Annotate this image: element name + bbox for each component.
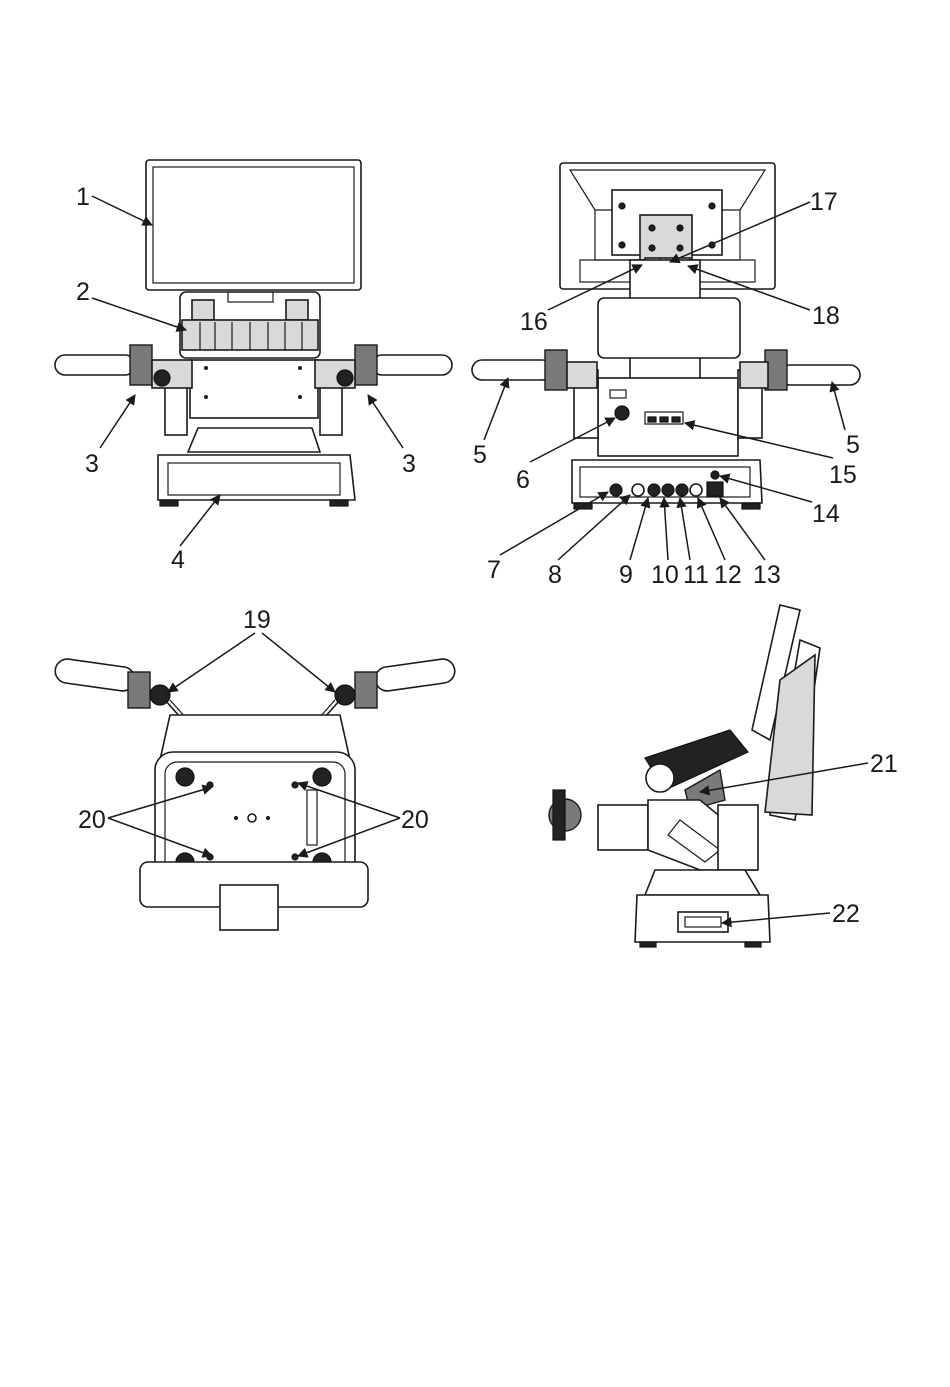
callout-16: 16 bbox=[520, 308, 548, 336]
callout-12: 12 bbox=[714, 561, 742, 589]
rear-base-connector-panel bbox=[572, 460, 762, 509]
bottom-view bbox=[54, 658, 457, 930]
front-base bbox=[158, 455, 355, 506]
callout-6: 6 bbox=[516, 466, 530, 494]
front-right-handle bbox=[315, 345, 452, 388]
side-arm bbox=[549, 790, 758, 870]
callout-15: 15 bbox=[829, 461, 857, 489]
callout-20-right: 20 bbox=[401, 806, 429, 834]
side-monitor bbox=[752, 605, 820, 820]
rear-view bbox=[472, 163, 860, 509]
front-left-handle bbox=[55, 345, 192, 388]
callout-3-right: 3 bbox=[402, 450, 416, 478]
bottom-plate bbox=[140, 715, 368, 930]
callout-10: 10 bbox=[651, 561, 679, 589]
callout-5-left: 5 bbox=[473, 441, 487, 469]
callout-8: 8 bbox=[548, 561, 562, 589]
callout-5-right: 5 bbox=[846, 431, 860, 459]
callout-2: 2 bbox=[76, 278, 90, 306]
side-view bbox=[549, 605, 820, 947]
front-lever-panel bbox=[180, 292, 320, 358]
callout-14: 14 bbox=[812, 500, 840, 528]
callout-4: 4 bbox=[171, 546, 185, 574]
rear-left-handle bbox=[472, 350, 597, 390]
callout-19: 19 bbox=[243, 606, 271, 634]
callout-13: 13 bbox=[753, 561, 781, 589]
callout-7: 7 bbox=[487, 556, 501, 584]
callout-18: 18 bbox=[812, 302, 840, 330]
callout-3-left: 3 bbox=[85, 450, 99, 478]
callout-17: 17 bbox=[810, 188, 838, 216]
front-view bbox=[55, 160, 452, 506]
callout-11: 11 bbox=[683, 561, 709, 589]
side-base bbox=[635, 870, 770, 947]
callout-22: 22 bbox=[832, 900, 860, 928]
front-monitor bbox=[146, 160, 361, 290]
callout-1: 1 bbox=[76, 183, 90, 211]
callout-9: 9 bbox=[619, 561, 633, 589]
callout-20-left: 20 bbox=[78, 806, 106, 834]
callout-21: 21 bbox=[870, 750, 898, 778]
rear-right-handle bbox=[740, 350, 860, 390]
side-lever-panel bbox=[645, 730, 748, 810]
